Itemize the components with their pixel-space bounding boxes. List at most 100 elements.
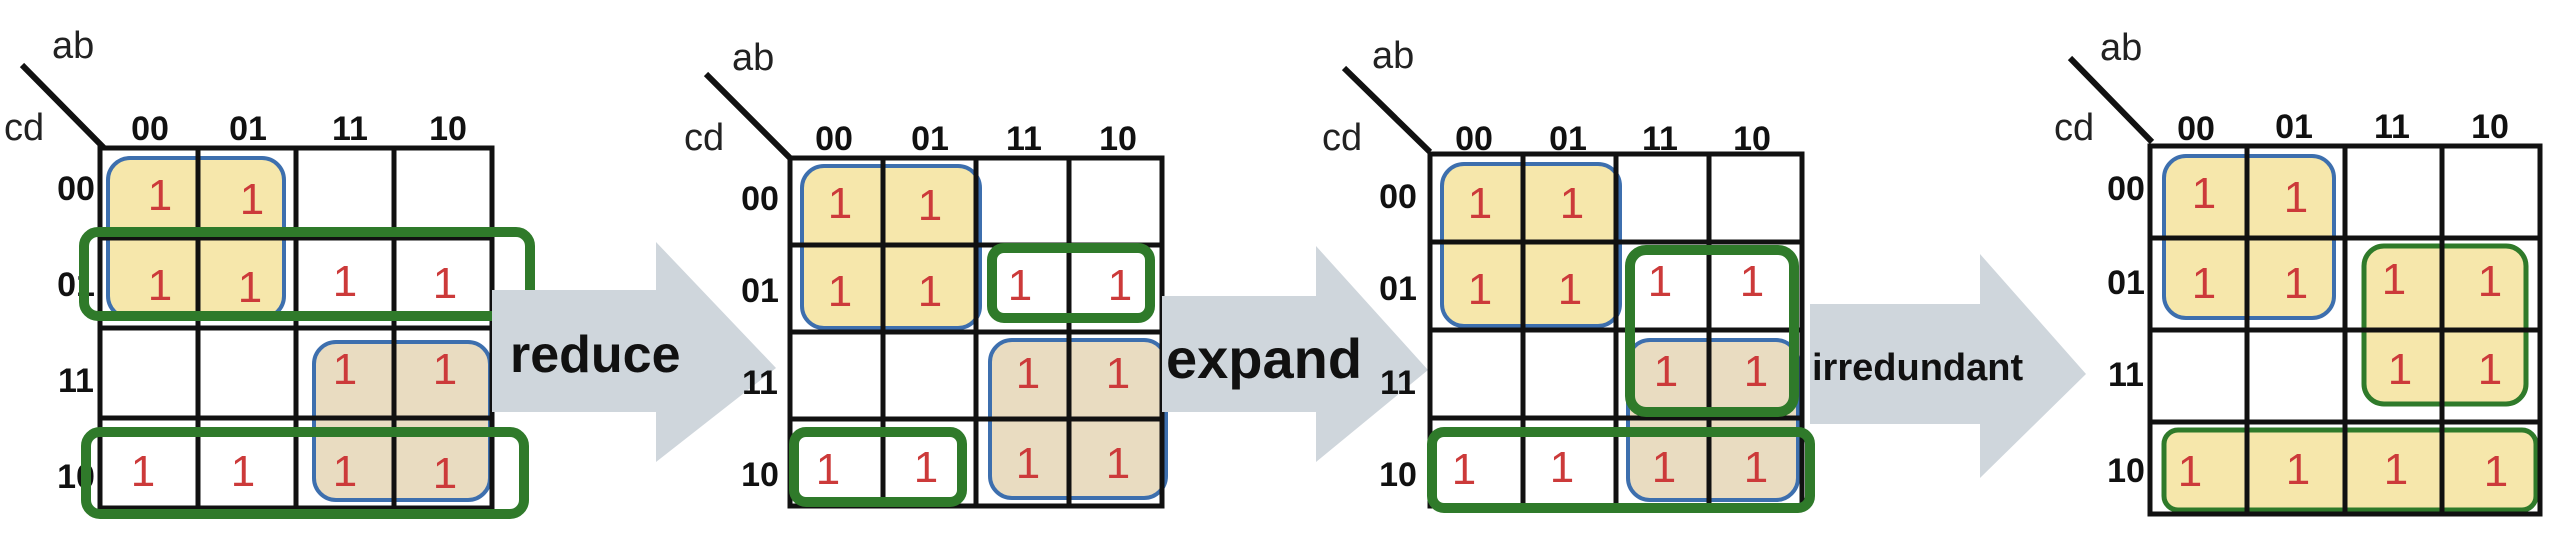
kmap-2-cell: 1 — [914, 443, 938, 492]
arrow-shape — [492, 242, 776, 462]
kmap-1-cell: 1 — [240, 175, 264, 224]
step-arrow-reduce: reduce — [492, 242, 776, 462]
step-arrow-expand: expand — [1162, 246, 1428, 462]
kmap-1-corner-diagonal — [19, 62, 107, 151]
kmap-2-cell: 1 — [1008, 261, 1032, 310]
kmap-3-cell: 1 — [1648, 257, 1672, 306]
kmap-3-group-a1-d1 — [1625, 245, 1799, 417]
kmap-3-cell: 1 — [1468, 179, 1492, 228]
kmap-1-col-label: 11 — [332, 110, 368, 148]
kmap-1-cell: 1 — [148, 171, 172, 220]
kmap-4-implicant-cd10 — [2161, 427, 2539, 513]
kmap-2-cell: 1 — [1108, 261, 1132, 310]
kmap-1-cell: 1 — [433, 259, 457, 308]
kmap-3-cell: 1 — [1744, 347, 1768, 396]
kmap-4-row-label: 11 — [2108, 356, 2144, 394]
kmap-4-cell: 1 — [2388, 345, 2412, 394]
kmap-4-row-label: 00 — [2107, 170, 2145, 208]
kmap-2-col-label: 10 — [1099, 120, 1137, 158]
kmap-3-cell: 1 — [1560, 179, 1584, 228]
kmap-4-cell: 1 — [2284, 259, 2308, 308]
kmap-2-col-label: 00 — [815, 120, 853, 158]
kmap-3: ab cd 00 01 11 10 00 01 11 10 1 1 1 1 1 … — [1322, 35, 1815, 513]
kmap-1-cell: 1 — [148, 261, 172, 310]
kmap-3-row-label: 10 — [1379, 456, 1417, 494]
kmap-3-col-var: ab — [1372, 35, 1414, 77]
kmap-4-implicant-a1-d1 — [2361, 243, 2529, 407]
kmap-2-cell: 1 — [1106, 439, 1130, 488]
kmap-4-col-label: 10 — [2471, 108, 2509, 146]
kmap-4-cell: 1 — [2382, 255, 2406, 304]
kmap-1-cell: 1 — [433, 345, 457, 394]
kmap-3-cell: 1 — [1558, 265, 1582, 314]
kmap-2-corner-diagonal — [703, 71, 793, 161]
kmap-1-cell: 1 — [238, 263, 262, 312]
kmap-2-cell: 1 — [828, 179, 852, 228]
kmap-4-col-label: 01 — [2275, 108, 2313, 146]
kmap-2-group-a0-cd10 — [789, 427, 967, 507]
kmap-1-col-label: 00 — [131, 110, 169, 148]
step-arrow-irredundant: irredundant — [1810, 254, 2086, 478]
kmap-3-implicant-ab0x-cd0x — [1440, 162, 1622, 328]
kmap-1-group-cd01 — [79, 227, 535, 321]
kmap-4-col-var: ab — [2100, 27, 2142, 69]
kmap-3-cell: 1 — [1550, 443, 1574, 492]
step-label-irredundant: irredundant — [1812, 347, 2023, 389]
kmap-1-cell: 1 — [231, 447, 255, 496]
kmap-2-cell: 1 — [918, 267, 942, 316]
kmap-3-cell: 1 — [1652, 443, 1676, 492]
kmap-1-cell: 1 — [333, 447, 357, 496]
kmap-3-row-label: 11 — [1380, 364, 1416, 402]
kmap-2: ab cd 00 01 11 10 00 01 11 10 1 1 1 1 1 … — [684, 37, 1168, 509]
kmap-1-group-cd10 — [81, 427, 529, 519]
kmap-3-cell: 1 — [1654, 347, 1678, 396]
kmap-1-cell: 1 — [333, 257, 357, 306]
kmap-4-col-label: 00 — [2177, 110, 2215, 148]
kmap-4-col-label: 11 — [2374, 108, 2410, 146]
kmap-4: ab cd 00 01 11 10 00 01 11 10 1 1 1 1 1 … — [2054, 27, 2543, 517]
kmap-3-row-label: 01 — [1379, 270, 1417, 308]
kmap-1-col-label: 01 — [229, 110, 267, 148]
kmap-3-cell: 1 — [1452, 445, 1476, 494]
kmap-2-row-var: cd — [684, 117, 724, 159]
kmap-4-row-label: 01 — [2107, 264, 2145, 302]
arrow-shape — [1162, 246, 1428, 462]
kmap-4-cell: 1 — [2192, 169, 2216, 218]
kmap-1-row-label: 01 — [57, 266, 95, 304]
kmap-4-cell: 1 — [2478, 345, 2502, 394]
kmap-2-cell: 1 — [816, 445, 840, 494]
kmap-4-cell: 1 — [2478, 257, 2502, 306]
kmap-2-row-label: 00 — [741, 180, 779, 218]
kmap-3-row-var: cd — [1322, 117, 1362, 159]
kmap-2-cell: 1 — [1016, 349, 1040, 398]
kmap-1-cell: 1 — [433, 449, 457, 498]
kmap-2-row-label: 11 — [742, 364, 778, 402]
kmap-2-group-a1-c0d1 — [987, 243, 1155, 323]
kmap-3-cell: 1 — [1740, 257, 1764, 306]
kmap-4-cell: 1 — [2286, 445, 2310, 494]
kmap-1-row-label: 11 — [58, 362, 94, 400]
kmap-2-cell: 1 — [918, 181, 942, 230]
kmap-4-row-var: cd — [2054, 107, 2094, 149]
kmap-4-cell: 1 — [2384, 445, 2408, 494]
kmap-4-cell: 1 — [2484, 447, 2508, 496]
kmap-4-cell: 1 — [2192, 259, 2216, 308]
kmap-2-col-var: ab — [732, 37, 774, 79]
kmap-2-cell: 1 — [828, 267, 852, 316]
kmap-1-cell: 1 — [131, 447, 155, 496]
kmap-3-cell: 1 — [1744, 443, 1768, 492]
step-label-reduce: reduce — [510, 326, 681, 384]
kmap-1-row-label: 00 — [57, 170, 95, 208]
kmap-1-col-label: 10 — [429, 110, 467, 148]
kmap-3-group-cd10 — [1427, 427, 1815, 513]
kmap-2-row-label: 01 — [741, 272, 779, 310]
kmap-3-cell: 1 — [1468, 265, 1492, 314]
kmap-2-row-label: 10 — [741, 456, 779, 494]
kmap-2-col-label: 01 — [911, 120, 949, 158]
step-label-expand: expand — [1166, 327, 1362, 390]
kmap-1-col-var: ab — [52, 25, 94, 67]
kmap-3-row-label: 00 — [1379, 178, 1417, 216]
kmap-4-corner-diagonal — [2067, 55, 2155, 145]
arrow-shape — [1810, 254, 2086, 478]
